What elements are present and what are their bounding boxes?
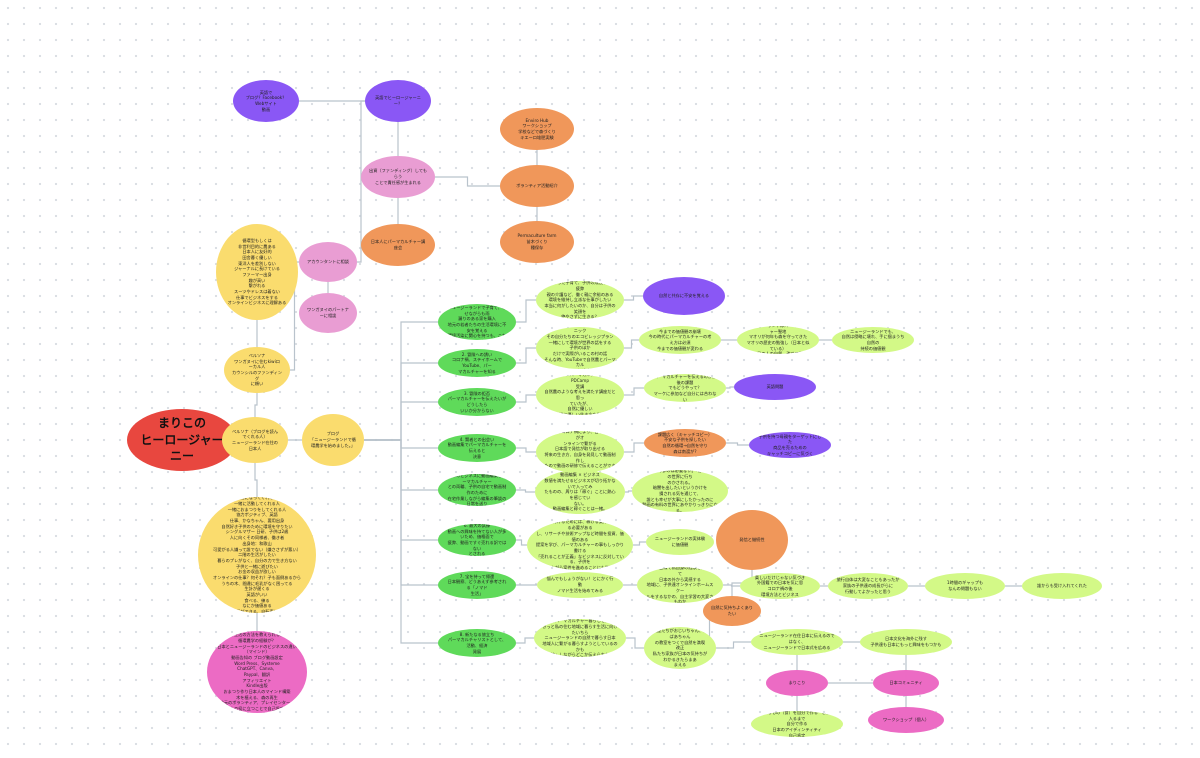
step-1-node[interactable]: 1. 日常の世界 ニュージーランドで子育て、幸せながらも雨 漏りのある家を購入 … <box>438 304 516 340</box>
connector-line <box>716 641 751 649</box>
funding-node[interactable]: 出資（ファンディング）してもらう ことで責任感が生まれる <box>361 156 435 198</box>
detail-3-node[interactable]: オンラインパーマカルチャー講座PDCamp 受講 自然農のような考えを満たす講座… <box>536 375 624 415</box>
connector-line <box>624 295 643 301</box>
free-node[interactable]: 自然に気持ちよくありたい <box>703 596 761 626</box>
step-7-node[interactable]: 7. 宝を持って帰還 日本観察、どうあえず参考される「ノマド 生活」 <box>438 571 516 599</box>
step-4-node[interactable]: 4. 賢者との出会い 動画編集でパーマカルチャーを伝えると 決意 <box>438 434 516 462</box>
grandparents-node[interactable]: 夏屋たちがおじいちゃん、おばあちゃん の教室をつくで自然を満喫 改正 私たち家族… <box>644 627 716 669</box>
partner-node[interactable]: ワンガヌイのパートナーに相談 <box>299 293 357 333</box>
catchcopy-node[interactable]: 課題広く（キャッチコピー） 不安な子供を探したい 自然の循環→自然を守り 森は南… <box>644 429 726 457</box>
detail-4-node[interactable]: Facebookで動画編集講座に出会う 楽しくもコロナ禍により、日本と海外がオ … <box>536 431 624 473</box>
connector-line <box>624 339 639 349</box>
japan-community-node[interactable]: 日本コミュニティ <box>873 670 939 696</box>
connector-line <box>435 176 500 187</box>
connector-line <box>726 442 749 446</box>
anxiety-node[interactable]: 自然と共存に不安を覚える <box>643 277 725 315</box>
self-food-node[interactable]: 食べるもの（食）を自分で作る一お腹に入るまで 自分で作る 日本のアイディンティテ… <box>751 711 843 737</box>
last-challenge-node[interactable]: パーマカルチャーを伝えるのが最後の課題 でもどうやって？ マーケに参加など自分に… <box>644 374 726 402</box>
step-8-node[interactable]: 8. 新たなる旅立ち パーマカルチャリストとして、活動、経済 発展 <box>438 629 516 657</box>
enviro-hub-node[interactable]: Enviro Hub ワークショップ 学校などで森づくり キエーロ堆肥実験 <box>500 108 574 150</box>
connector-line <box>254 393 258 417</box>
detail-6-node[interactable]: 動画編集は大きな手がかかる。 価格面で稼げるためには、稼げる案件に投資する必要が… <box>527 520 633 570</box>
persona-kiwi-node[interactable]: ペルソナ ワンガヌイに住むkiwiローカル人 カウンシルのファンディング に頼い <box>224 347 290 393</box>
nz-permaculture-node[interactable]: ニュージーランドはパーマカルチャー聖地 マオリが何年も森を守ってきた マオリの歴… <box>737 326 819 354</box>
mother-target-node[interactable]: 子供を持つ母親をターゲットにした 商品を売るための キャッチコピーに気づく <box>749 432 831 458</box>
english-media-node[interactable]: 英語で ブログ？Facebook？ Webサイト 動画 <box>233 80 299 122</box>
connector-line <box>516 394 536 403</box>
detail-8-node[interactable]: やっぱりニュージーランドが好き!! 日本でパーマカルチャー暮らしを撮れる きっと… <box>534 619 626 657</box>
step-5-node[interactable]: 5. 試練、仲間、敵 日本のビジネスに動画編集とパーマカルチャー との両輪、子供… <box>438 474 516 506</box>
nz-nature-node[interactable]: ニュージーランドでも、 自然は侵略に壊れ、手に掴まうち自然の 持続の価値観 <box>832 327 914 353</box>
connector-line <box>516 347 536 364</box>
detail-7-node[interactable]: 悩んでもしょうがない！とにかく行動 ノマド生活を始めてみる <box>537 572 623 598</box>
step-2-node[interactable]: 2. 冒険への誘い コロナ禍、ステイホームでYouTube、パー マカルチャーを… <box>438 349 516 377</box>
nz-experience-node[interactable]: ニュージーランドの実体験に価値観 <box>646 529 714 555</box>
connector-line <box>516 637 534 644</box>
connector-line <box>633 541 646 546</box>
connector-line <box>516 489 535 493</box>
time-gap-node[interactable]: 1時間のギャップも なんの問題もない <box>925 573 1005 599</box>
broadcast-node[interactable]: 発信と継続性 <box>716 510 788 570</box>
connector-line <box>364 439 438 644</box>
connector-line <box>624 387 644 396</box>
skills-node[interactable]: 二階の生活の方法を教えられるかも？ 循環農学の経験が？ 日本とニュージーランドの… <box>207 631 307 713</box>
connector-line <box>364 401 438 441</box>
realization-node[interactable]: 楽しいだけじゃない気づき 外国籍での日本を気に思 コロナ禍の後 環境方法とビジネ… <box>740 573 820 599</box>
supporters-node[interactable]: 仲間になってくれる人 一緒に活動してくれる人 一緒におまつりをしてくれる人 協力… <box>198 497 316 613</box>
travel-node[interactable]: 旅行自体は大変なこともあったが 家族の子供達の成長がらに 行動してよかったと思う <box>828 573 908 599</box>
connector-line <box>625 490 632 493</box>
english-problem-node[interactable]: 英語問題 <box>734 374 816 400</box>
detail-1-node[interactable]: 楽しかった子育て、子供の成長と共に疲弊 親の介護など、働く親に余裕のある 環境を… <box>536 281 624 319</box>
course-node[interactable]: 日本人にパーマカルチャー講座会 <box>361 224 435 266</box>
central-node-heros-journey[interactable]: まりこの ヒーロージャーニー <box>127 409 237 471</box>
detail-5-node[interactable]: 動画編集 × ビジネス 数値を満たせるビジネスが切り拓かないで入ってみ たものの… <box>535 470 625 514</box>
connector-line <box>726 386 734 389</box>
spread-japanese-node[interactable]: ニュージーランド在住日本に伝えるのではなく、 ニュージーランドで日本式を広める <box>751 629 843 655</box>
target-traits-node[interactable]: 循環型もしくは 非営利目的に農ある 日本人に友好的 田舎暮く優しい 東洋人を差別… <box>216 224 298 320</box>
connector-line <box>626 637 644 649</box>
blog-node[interactable]: ブログ 「ニュージーランドで循環農学を始めました。」 <box>302 414 364 466</box>
values-collapse-node[interactable]: 今までの価値観の崩壊 今の時代にパーマカルチャーの考え方は必須 今までの価値観が… <box>639 326 721 354</box>
detail-2-node[interactable]: 2020年、娘のプレイセンターでゼロニック その自分たちのエコビレッジプラン 一… <box>536 327 624 369</box>
observe-japan-node[interactable]: 日本観察をしながら動画編集続行。 日本の目線で私自身の経験を活用して 日本の外か… <box>637 567 723 603</box>
accepted-node[interactable]: 誰からも受け入れてくれた <box>1022 573 1102 599</box>
persona-japanese-node[interactable]: ペルソナ（ブログを読んでくれる人） ニュージーランド在住の日本人 <box>222 417 288 463</box>
mariko-node[interactable]: まりこり <box>766 670 828 696</box>
connector-line <box>516 447 536 453</box>
connector-line <box>516 539 527 546</box>
english-journey-node[interactable]: 英語でヒーロージャーニー？ <box>365 80 431 122</box>
preserve-culture-node[interactable]: 日本文化を海外に残す 子供達も日本にもっと興味をもつかも <box>860 629 952 655</box>
connector-line <box>516 299 536 323</box>
connector-line <box>254 463 258 497</box>
connector-line <box>624 442 644 453</box>
accountant-node[interactable]: アカウンタントに相談 <box>299 242 357 282</box>
income-world-node[interactable]: 「あなたの夢のは必要ない」「形づくり」の世界に行ち のかされる。 暗闇を出したい… <box>632 470 728 512</box>
volunteer-node[interactable]: ボランティア活動紹介 <box>500 165 574 207</box>
workshop-node[interactable]: ワークショップ（個人） <box>868 707 944 733</box>
step-6-node[interactable]: 6. 最大の試練 動画への興味を持てない人が多いため、価格面で 疲弊、動画ですぐ… <box>438 524 516 556</box>
permaculture-farm-node[interactable]: Permaculture farm 苗木づくり 種保存 <box>500 221 574 263</box>
step-3-node[interactable]: 3. 冒険の拒否 パーマカルチャーを伝えたいがどうしたら いいか分からない <box>438 388 516 416</box>
